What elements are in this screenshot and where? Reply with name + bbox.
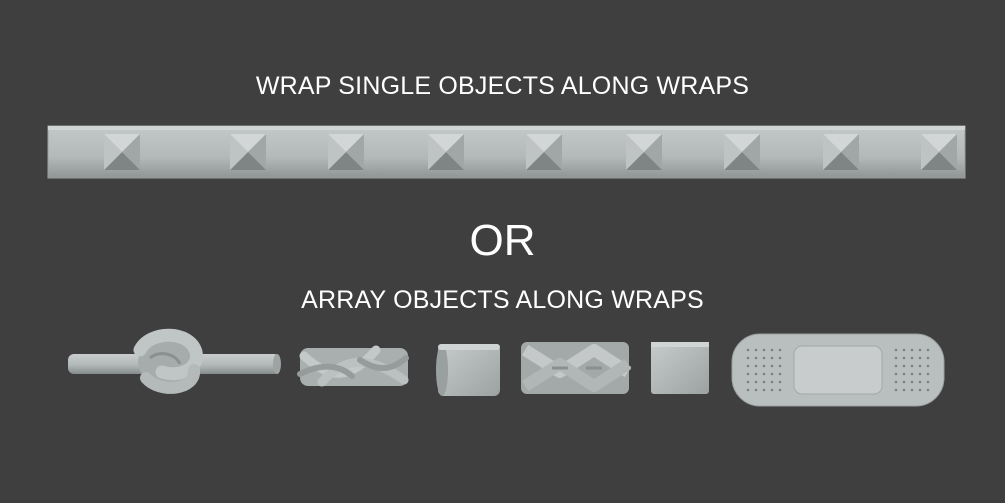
pyramid-stud <box>724 134 760 170</box>
bandage-dot <box>902 364 906 368</box>
bandage-dot <box>894 348 898 352</box>
bandage-dot <box>746 348 750 352</box>
pyramid-stud <box>428 134 464 170</box>
pyramid-stud <box>104 134 140 170</box>
pyramid-stud <box>921 134 957 170</box>
bandage-dot <box>770 372 774 376</box>
bandage-dot <box>910 348 914 352</box>
twisted-rope-object <box>297 345 409 387</box>
bandage-dot <box>762 348 766 352</box>
bandage-dot <box>902 380 906 384</box>
bandage-dot <box>902 348 906 352</box>
bandage-dot <box>910 388 914 392</box>
bandage-dot <box>926 364 930 368</box>
bandage-dot <box>770 388 774 392</box>
bandage-dot <box>918 372 922 376</box>
braid-object <box>521 342 632 394</box>
heading-wrap-single: WRAP SINGLE OBJECTS ALONG WRAPS <box>255 72 750 100</box>
bandage-dots-right <box>894 348 930 392</box>
bandage-dot <box>762 356 766 360</box>
bandage-dot <box>910 372 914 376</box>
bandage-dot <box>746 372 750 376</box>
pyramid-stud <box>626 134 662 170</box>
bandage-dot <box>754 372 758 376</box>
heading-array-objects: ARRAY OBJECTS ALONG WRAPS <box>301 286 704 314</box>
array-objects-illustration <box>68 328 945 407</box>
bandage-dot <box>778 388 782 392</box>
bandage-dot <box>918 364 922 368</box>
bandage-dot <box>902 372 906 376</box>
bandage-dot <box>778 356 782 360</box>
bandage-dot <box>778 372 782 376</box>
bandage-dot <box>910 380 914 384</box>
bandage-dot <box>746 364 750 368</box>
bandage-dot <box>770 356 774 360</box>
bandage-dot <box>770 364 774 368</box>
or-separator: OR <box>469 216 536 265</box>
bandage-dot <box>746 380 750 384</box>
bandage-dots-left <box>746 348 782 392</box>
bandage-dot <box>754 356 758 360</box>
pyramid-stud <box>230 134 266 170</box>
pyramid-stud <box>328 134 364 170</box>
stud-group <box>104 134 957 170</box>
studded-strip-illustration <box>47 125 966 179</box>
bandage-dot <box>778 380 782 384</box>
bandage-dot <box>754 348 758 352</box>
bandage-dot <box>746 356 750 360</box>
bandage-dot <box>894 388 898 392</box>
bandage-dot <box>762 388 766 392</box>
bandage-dot <box>902 356 906 360</box>
bandage-dot <box>918 348 922 352</box>
bandage-dot <box>778 348 782 352</box>
square-patch-object <box>651 342 709 394</box>
bandage-dot <box>762 372 766 376</box>
bandage-dot <box>894 380 898 384</box>
bandage-dot <box>770 348 774 352</box>
bandage-dot <box>918 388 922 392</box>
bandage-dot <box>778 364 782 368</box>
bandage-dot <box>918 356 922 360</box>
bandage-dot <box>746 388 750 392</box>
bandage-dot <box>926 356 930 360</box>
knot-rope-object <box>68 328 281 394</box>
bandage-dot <box>754 388 758 392</box>
bandage-dot <box>894 364 898 368</box>
pyramid-stud <box>526 134 562 170</box>
bandage-dot <box>754 380 758 384</box>
bandage-dot <box>762 380 766 384</box>
bandage-dot <box>918 380 922 384</box>
bandage-dot <box>910 356 914 360</box>
bandage-dot <box>754 364 758 368</box>
bandage-dot <box>894 356 898 360</box>
bandage-dot <box>762 364 766 368</box>
bandage-object <box>731 333 945 407</box>
bandage-dot <box>926 372 930 376</box>
bandage-dot <box>926 380 930 384</box>
bandage-dot <box>902 388 906 392</box>
bandage-dot <box>770 380 774 384</box>
cylinder-band-object <box>436 344 500 396</box>
bandage-dot <box>926 388 930 392</box>
strip-body <box>47 125 966 179</box>
bandage-dot <box>910 364 914 368</box>
pyramid-stud <box>823 134 859 170</box>
bandage-dot <box>894 372 898 376</box>
bandage-dot <box>926 348 930 352</box>
